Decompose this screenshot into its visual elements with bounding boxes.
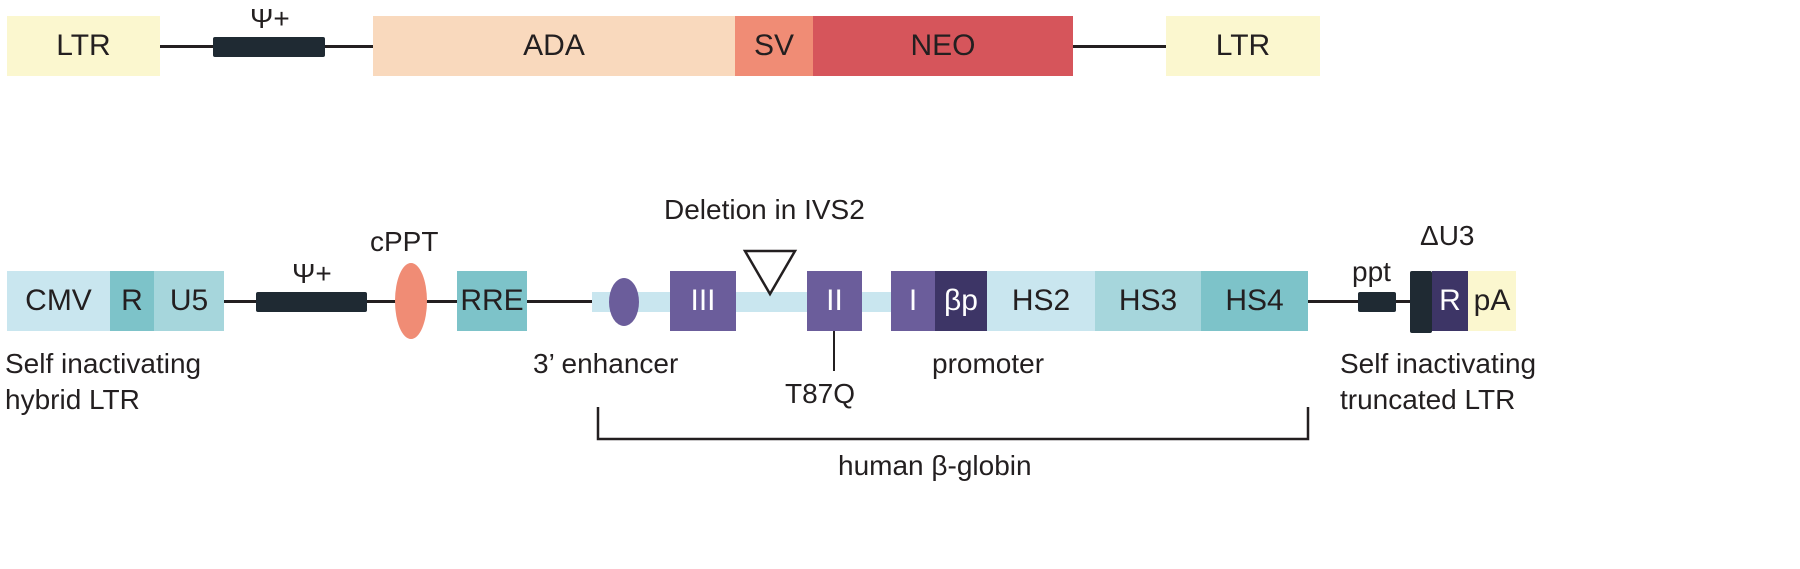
- top-neo-box: NEO: [813, 16, 1073, 76]
- hs2-box: HS2: [987, 271, 1095, 331]
- r-left-box: R: [110, 271, 154, 331]
- hs3-box: HS3: [1095, 271, 1201, 331]
- top-backbone-right: [1070, 45, 1170, 48]
- rre-box: RRE: [457, 271, 527, 331]
- hs4-label: HS4: [1225, 284, 1284, 317]
- ppt-bar: [1358, 292, 1396, 312]
- ppt-label: ppt: [1352, 256, 1391, 287]
- top-ltr-right-label: LTR: [1215, 29, 1271, 62]
- bottom-psi-label: Ψ+: [292, 258, 332, 289]
- hs3-label: HS3: [1118, 284, 1178, 317]
- promoter-caption: promoter: [932, 348, 1045, 379]
- beta-promoter-box: βp: [935, 271, 987, 331]
- top-ada-label: ADA: [523, 29, 585, 62]
- top-psi-label: Ψ+: [250, 3, 290, 34]
- cppt-label: cPPT: [370, 226, 439, 257]
- bottom-backbone-2: [525, 300, 595, 303]
- deletion-label: Deletion in IVS2: [664, 194, 865, 225]
- globin-caption: human β-globin: [838, 450, 1032, 481]
- rre-label: RRE: [460, 284, 524, 317]
- top-neo-label: NEO: [910, 29, 976, 62]
- exon2-box: II: [807, 271, 862, 331]
- top-sv-box: SV: [735, 16, 813, 76]
- top-sv-label: SV: [753, 29, 795, 62]
- right-ltr-caption-2: truncated LTR: [1340, 384, 1516, 415]
- delta-u3-bar: [1410, 271, 1432, 333]
- globin-bracket: [596, 407, 1310, 441]
- left-ltr-caption-2: hybrid LTR: [5, 384, 140, 415]
- r-left-label: R: [121, 284, 143, 317]
- cppt-ellipse: [395, 263, 427, 339]
- exon3-box: III: [670, 271, 736, 331]
- r-right-box: R: [1432, 271, 1468, 331]
- exon2-label: II: [826, 284, 843, 317]
- bottom-psi-bar: [256, 292, 367, 312]
- hs2-label: HS2: [1011, 284, 1071, 317]
- top-ltr-left-label: LTR: [56, 29, 111, 62]
- u5-box: U5: [154, 271, 224, 331]
- top-ada-box: ADA: [373, 16, 735, 76]
- pa-box: pA: [1468, 271, 1516, 331]
- cmv-label: CMV: [25, 284, 92, 317]
- right-ltr-caption-1: Self inactivating: [1340, 348, 1537, 379]
- delta-u3-label: ΔU3: [1420, 220, 1475, 251]
- top-ltr-left-box: LTR: [7, 16, 160, 76]
- hs4-box: HS4: [1201, 271, 1308, 331]
- pa-label: pA: [1473, 284, 1511, 317]
- enhancer-ellipse: [609, 278, 639, 326]
- mutation-pointer-line: [833, 331, 835, 371]
- exon1-box: I: [891, 271, 935, 331]
- left-ltr-caption-1: Self inactivating: [5, 348, 202, 379]
- u5-label: U5: [169, 284, 209, 317]
- cmv-box: CMV: [7, 271, 110, 331]
- exon1-label: I: [908, 284, 918, 317]
- r-right-label: R: [1439, 284, 1461, 317]
- mutation-caption: T87Q: [785, 378, 856, 409]
- top-ltr-right-box: LTR: [1166, 16, 1320, 76]
- beta-promoter-label: βp: [944, 284, 978, 317]
- deletion-triangle-icon: [742, 249, 798, 297]
- exon3-label: III: [690, 284, 716, 317]
- top-psi-bar: [213, 37, 325, 57]
- enhancer-caption: 3’ enhancer: [533, 348, 679, 379]
